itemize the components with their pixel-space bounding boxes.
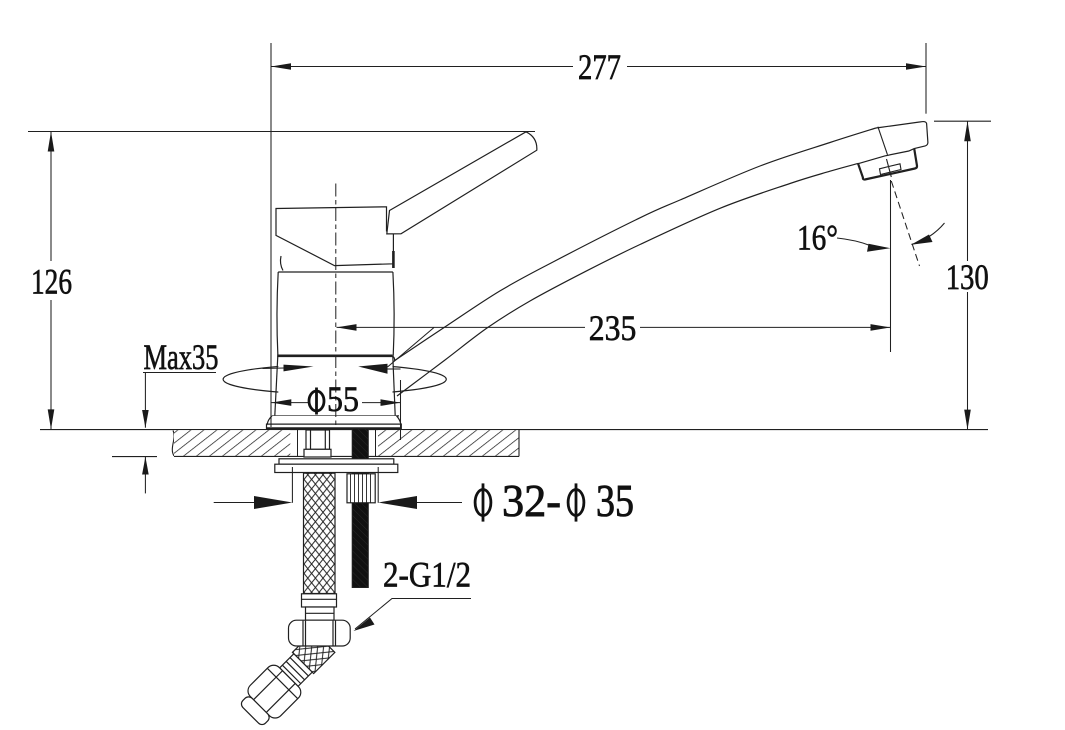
svg-text:130: 130 — [946, 257, 989, 297]
svg-text:16°: 16° — [797, 218, 838, 258]
svg-text:Max35: Max35 — [144, 337, 219, 377]
svg-text:55: 55 — [327, 379, 359, 419]
svg-text:235: 235 — [589, 308, 637, 348]
svg-text:126: 126 — [31, 262, 72, 302]
svg-text:2-G1/2: 2-G1/2 — [383, 555, 471, 595]
svg-text:32-: 32- — [502, 475, 561, 526]
svg-text:35: 35 — [596, 475, 634, 526]
svg-text:277: 277 — [578, 47, 621, 87]
